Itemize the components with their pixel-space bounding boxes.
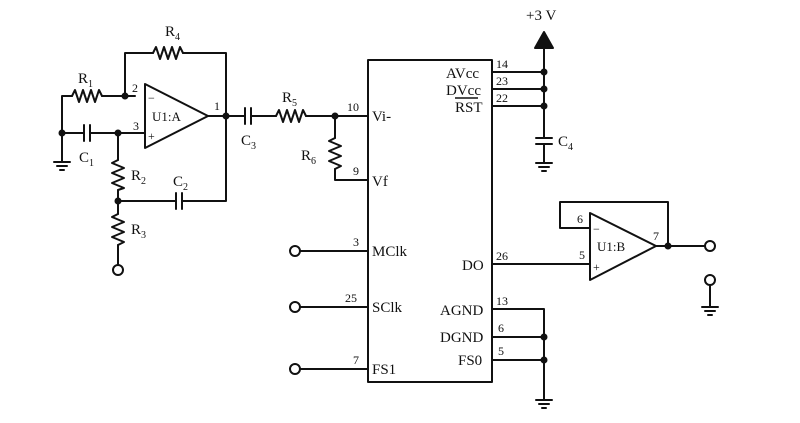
u1b-pin-noninv: 5 xyxy=(579,248,585,262)
junction-dot xyxy=(331,112,339,120)
resistor-r6 xyxy=(328,137,342,170)
opamp-u1a xyxy=(144,83,209,149)
input-network xyxy=(53,46,246,276)
resistor-r5 xyxy=(275,109,307,123)
u1b-plus-sign: + xyxy=(593,260,600,274)
resistor-r1 xyxy=(71,89,103,103)
pin-do-name: DO xyxy=(462,258,484,274)
pin-fs0-number: 5 xyxy=(498,344,504,358)
ground-symbol-ic xyxy=(535,399,553,409)
u1b-minus-sign: − xyxy=(593,222,600,236)
supply-arrow-icon xyxy=(534,31,554,49)
u1a-pin-inv: 2 xyxy=(132,81,138,95)
pin-do-number: 26 xyxy=(496,249,508,263)
resistor-r2 xyxy=(111,159,125,191)
r1-label: R1 xyxy=(78,71,93,90)
u1a-plus-sign: + xyxy=(148,129,155,143)
pin-sclk-name: SClk xyxy=(372,300,403,316)
pin-mclk-number: 3 xyxy=(353,235,359,249)
pin-agnd-name: AGND xyxy=(440,303,483,319)
r2-label: R2 xyxy=(131,168,146,187)
output-ground-terminal[interactable] xyxy=(704,274,716,286)
u1a-minus-sign: − xyxy=(148,91,155,105)
pin-dvcc-name: DVcc xyxy=(446,83,481,99)
fs1-terminal[interactable] xyxy=(289,363,301,375)
pin-vf-number: 9 xyxy=(353,164,359,178)
pin-fs1-number: 7 xyxy=(353,353,359,367)
pin-mclk-name: MClk xyxy=(372,244,408,260)
r6-label: R6 xyxy=(301,148,316,167)
pin-rst-name: RST xyxy=(455,100,483,116)
pin-sclk-number: 25 xyxy=(345,291,357,305)
junction-dot xyxy=(222,112,230,120)
junction-dot xyxy=(540,356,548,364)
pin-fs1-name: FS1 xyxy=(372,362,396,378)
ground-symbol-output xyxy=(701,306,719,316)
wire-u1b-feedback xyxy=(559,201,669,247)
coupling-network xyxy=(244,107,369,181)
junction-dot xyxy=(664,242,672,250)
supply-label: +3 V xyxy=(526,8,556,24)
pin-vi-name: Vi- xyxy=(372,109,391,125)
r4-label: R4 xyxy=(165,24,180,43)
c1-label: C1 xyxy=(79,150,94,169)
pin-rst-number: 22 xyxy=(496,91,508,105)
mclk-terminal[interactable] xyxy=(289,245,301,257)
pin-dgnd-number: 6 xyxy=(498,321,504,335)
junction-dot xyxy=(114,197,122,205)
u1a-pin-noninv: 3 xyxy=(133,119,139,133)
wire-r4-left xyxy=(124,52,154,97)
wire-agnd xyxy=(491,308,545,401)
labels: +3 V R1 R4 C1 R2 R3 C2 C3 R5 R6 C4 U1:A … xyxy=(78,8,659,378)
junction-dot xyxy=(540,102,548,110)
r3-label: R3 xyxy=(131,222,146,241)
c3-label: C3 xyxy=(241,133,256,152)
u1a-label: U1:A xyxy=(152,109,182,124)
pin-avcc-name: AVcc xyxy=(446,66,479,82)
r5-label: R5 xyxy=(282,90,297,109)
resistor-r4 xyxy=(152,46,184,60)
ground-symbol-left xyxy=(53,161,71,171)
wire-r4-right xyxy=(182,52,227,117)
pin-dgnd-name: DGND xyxy=(440,330,483,346)
sclk-terminal[interactable] xyxy=(289,301,301,313)
pin-avcc-number: 14 xyxy=(496,57,508,71)
c4-label: C4 xyxy=(558,134,573,153)
wire-r6-vf xyxy=(334,168,369,181)
junction-dot xyxy=(58,129,66,137)
pin-fs0-name: FS0 xyxy=(458,353,482,369)
output-terminal[interactable] xyxy=(704,240,716,252)
junction-dot xyxy=(114,129,122,137)
opamp-u1b xyxy=(589,212,657,281)
output-buffer xyxy=(559,201,719,316)
u1b-pin-inv: 6 xyxy=(577,212,583,226)
c2-label: C2 xyxy=(173,174,188,193)
input-terminal[interactable] xyxy=(112,264,124,276)
pin-vi-number: 10 xyxy=(347,100,359,114)
pin-agnd-number: 13 xyxy=(496,294,508,308)
u1a-pin-out: 1 xyxy=(214,99,220,113)
pin-vf-name: Vf xyxy=(372,174,388,190)
pin-dvcc-number: 23 xyxy=(496,74,508,88)
junction-dot xyxy=(540,85,548,93)
resistor-r3 xyxy=(111,213,125,246)
converter-ic xyxy=(289,31,591,409)
ic-body xyxy=(367,59,493,383)
junction-dot xyxy=(121,92,129,100)
wire-r1-left xyxy=(61,95,73,134)
junction-dot xyxy=(540,333,548,341)
wire-c2-right xyxy=(181,115,227,202)
u1b-label: U1:B xyxy=(597,239,626,254)
u1b-pin-out: 7 xyxy=(653,229,659,243)
ground-symbol-c4 xyxy=(535,162,553,172)
junction-dot xyxy=(540,68,548,76)
